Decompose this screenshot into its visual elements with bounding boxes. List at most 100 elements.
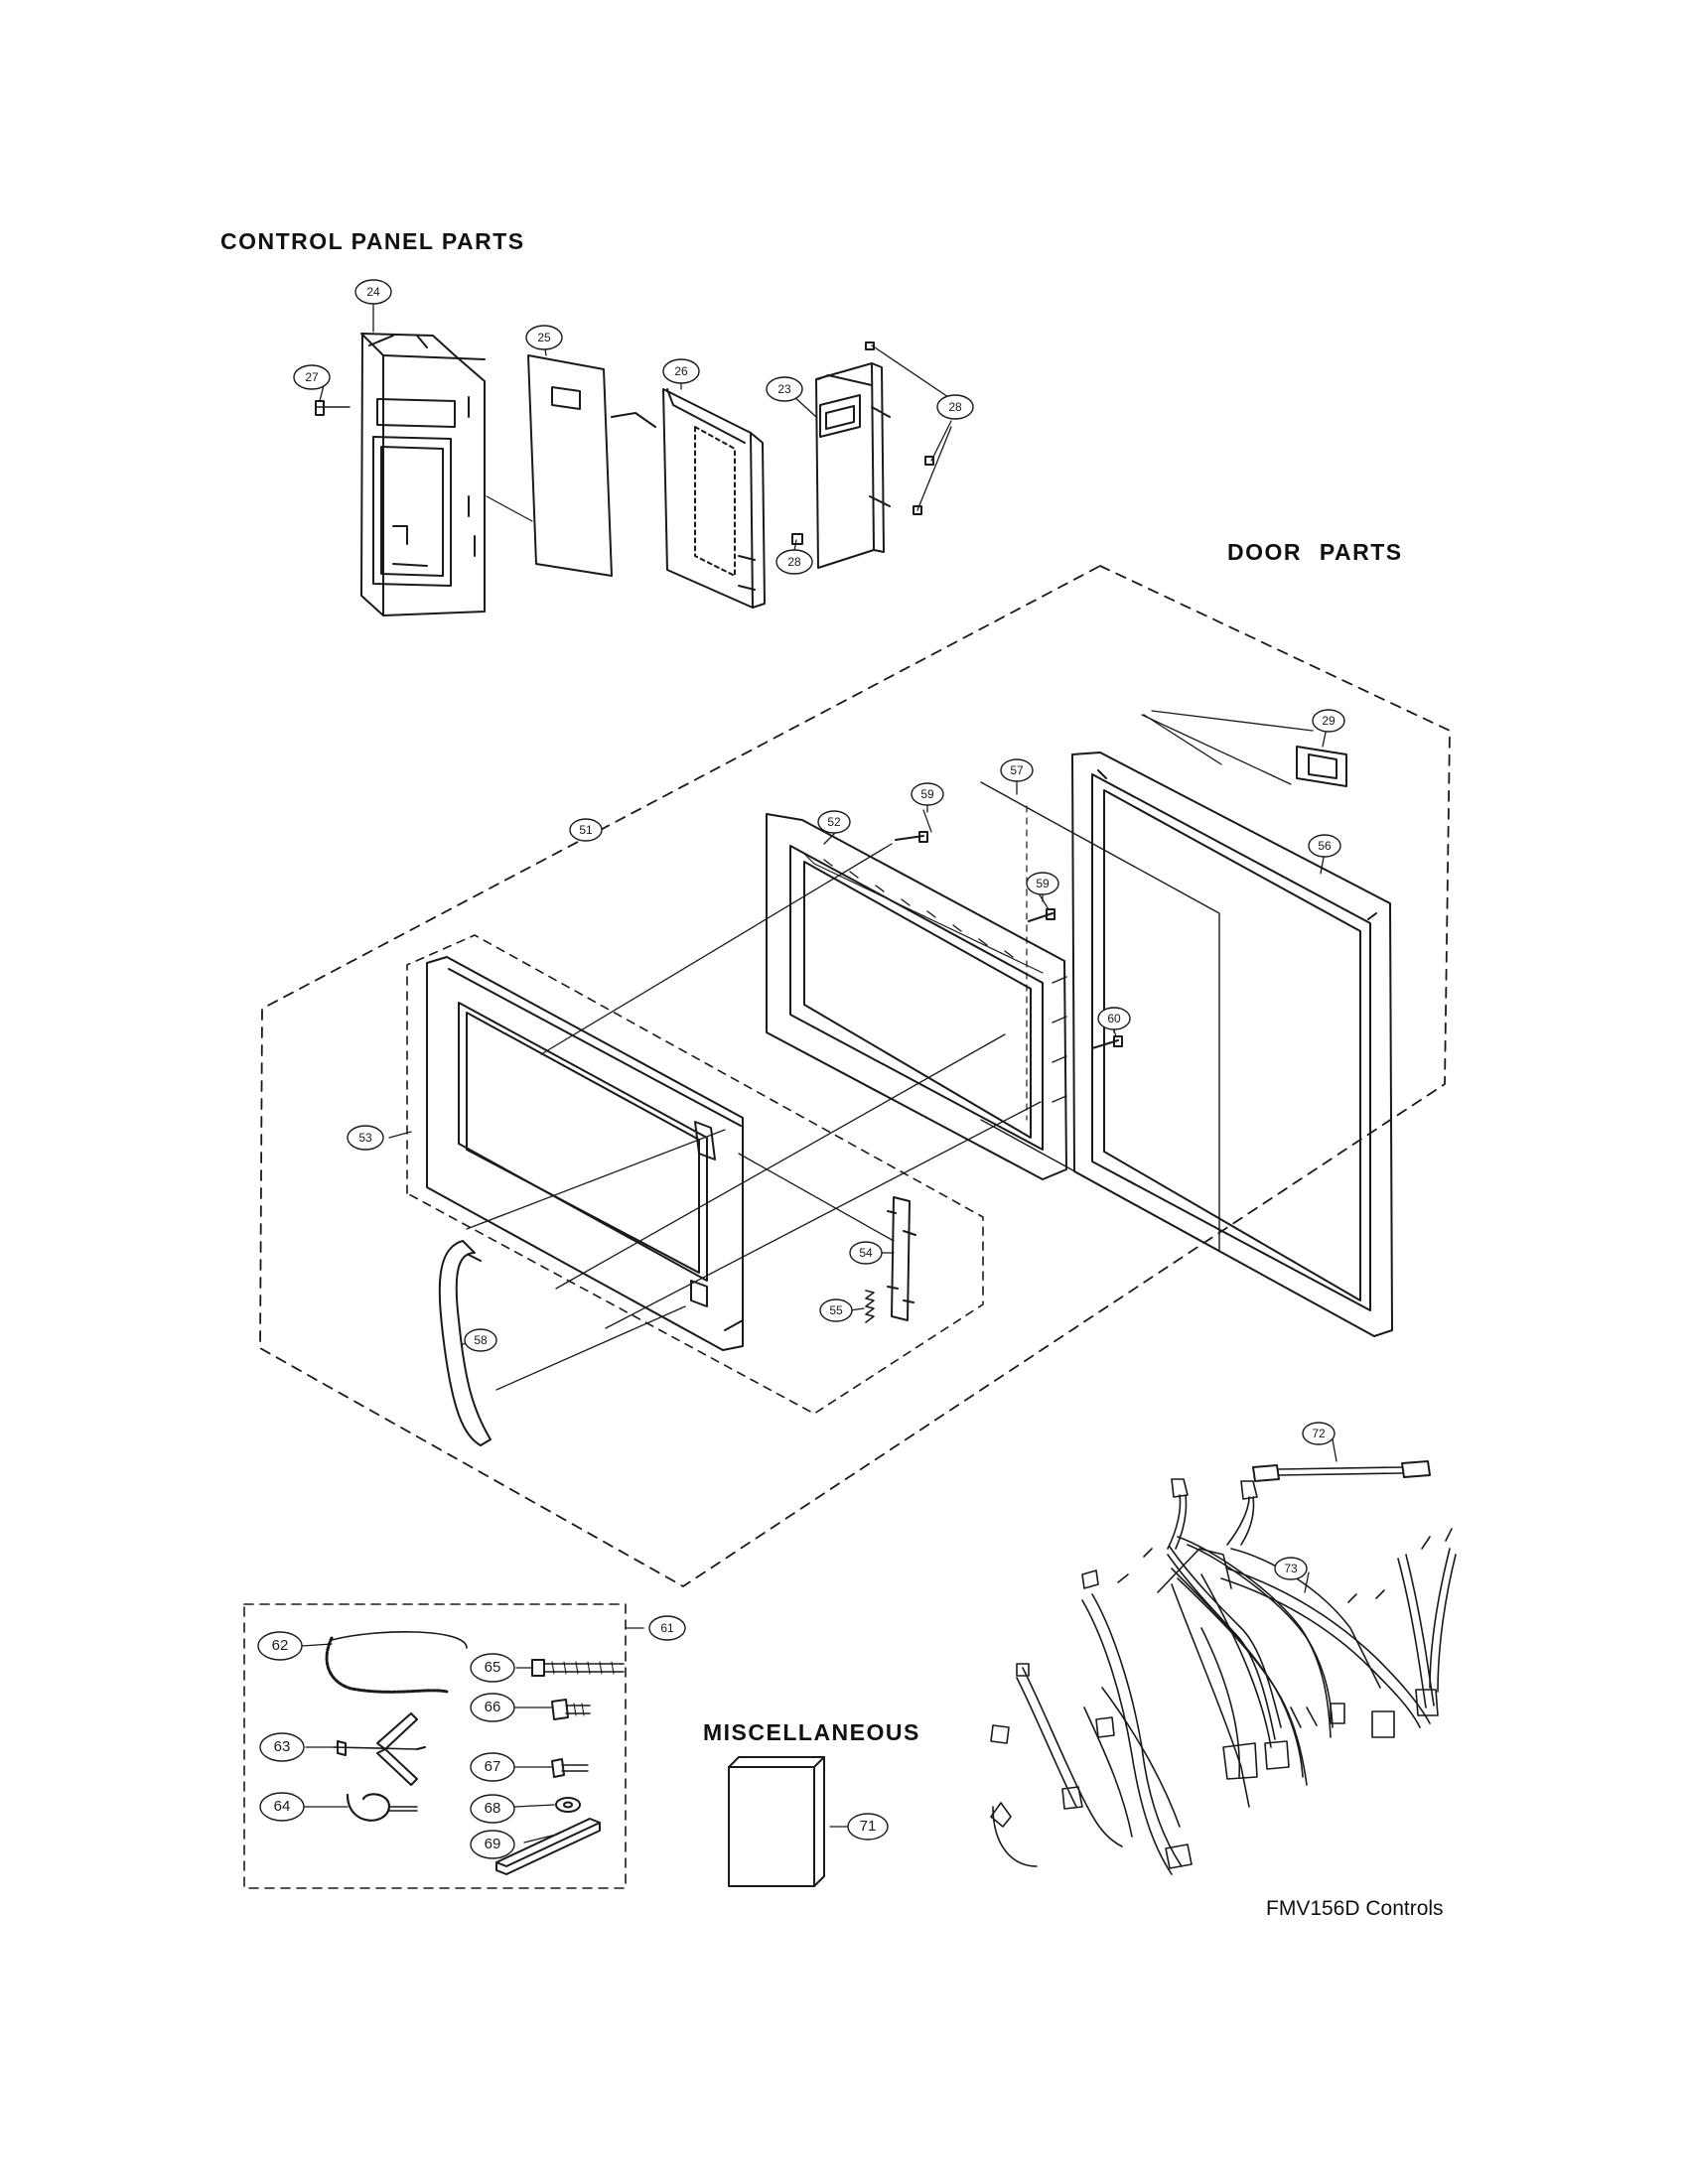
model-footer-label: FMV156D Controls	[1266, 1897, 1444, 1920]
callout-23: 23	[766, 376, 803, 402]
control-panel-frame-part	[360, 333, 486, 616]
washer-68-part	[555, 1797, 581, 1813]
callout-28: 28	[775, 549, 813, 575]
latch-spring-part	[865, 1290, 875, 1323]
callout-72: 72	[1302, 1422, 1336, 1445]
strap-62-part	[325, 1631, 468, 1694]
callout-bubbles: 2427252623282829575956525159605354555872…	[257, 279, 1345, 1859]
callout-bubble	[1000, 758, 1034, 782]
callout-bubble	[1312, 709, 1345, 733]
callout-71: 71	[847, 1813, 889, 1841]
callout-bubble	[569, 818, 603, 842]
latch-hook-part	[887, 1196, 916, 1321]
callout-59: 59	[1026, 872, 1059, 895]
short-wire-harness-part	[1252, 1460, 1431, 1482]
callout-number: 63	[274, 1738, 291, 1755]
owners-manual-part	[728, 1756, 825, 1887]
control-panel-parts-title: CONTROL PANEL PARTS	[220, 228, 525, 254]
callout-73: 73	[1274, 1557, 1308, 1580]
callout-57: 57	[1000, 758, 1034, 782]
callout-bubble	[1308, 834, 1341, 858]
callout-bubble	[470, 1752, 515, 1782]
callout-bubble	[470, 1794, 515, 1824]
callout-67: 67	[470, 1752, 515, 1782]
callout-bubble	[849, 1241, 883, 1265]
callout-number: 54	[859, 1246, 873, 1260]
callout-28: 28	[936, 394, 974, 420]
control-bracket-part	[611, 388, 766, 609]
callout-number: 64	[274, 1798, 291, 1815]
callout-bubble	[525, 325, 563, 350]
callout-bubble	[1097, 1007, 1131, 1030]
callout-bubble	[662, 358, 700, 384]
callout-number: 53	[358, 1131, 372, 1145]
callout-bubble	[259, 1792, 305, 1822]
callout-53: 53	[347, 1125, 384, 1151]
miscellaneous-title: MISCELLANEOUS	[703, 1719, 920, 1745]
callout-number: 29	[1322, 714, 1336, 728]
callout-bubble	[464, 1328, 497, 1352]
callout-number: 66	[485, 1699, 501, 1715]
choke-frame-part	[1071, 751, 1393, 1337]
door-parts-title: DOOR PARTS	[1227, 539, 1403, 565]
callout-number: 28	[948, 400, 962, 414]
keypad-membrane-part	[486, 354, 613, 577]
door-screen-part	[980, 781, 1220, 1252]
callout-number: 68	[485, 1800, 501, 1817]
callout-number: 55	[829, 1303, 843, 1317]
callout-64: 64	[259, 1792, 305, 1822]
door-assembly-boundary	[259, 565, 1451, 1587]
callout-59: 59	[911, 782, 944, 806]
callout-54: 54	[849, 1241, 883, 1265]
callout-56: 56	[1308, 834, 1341, 858]
callout-bubble	[775, 549, 813, 575]
hardware-kit-boundary	[243, 1603, 627, 1889]
callout-bubble	[347, 1125, 384, 1151]
hook-64-part	[346, 1793, 418, 1822]
callout-number: 58	[474, 1333, 488, 1347]
callout-26: 26	[662, 358, 700, 384]
callout-bubble	[470, 1830, 515, 1859]
callout-bubble	[817, 810, 851, 834]
callout-bubble	[766, 376, 803, 402]
callout-number: 56	[1318, 839, 1332, 853]
callout-number: 26	[674, 364, 688, 378]
callout-58: 58	[464, 1328, 497, 1352]
door-subassembly-boundary	[406, 934, 984, 1415]
door-handle-part	[438, 1240, 492, 1446]
control-pcb-part	[815, 362, 891, 569]
callout-bubble	[470, 1693, 515, 1722]
callout-25: 25	[525, 325, 563, 350]
callout-bubble	[470, 1653, 515, 1683]
bracket-69-part	[495, 1818, 601, 1875]
callout-bubble	[1026, 872, 1059, 895]
callout-number: 24	[366, 285, 380, 299]
callout-number: 27	[305, 370, 319, 384]
outer-door-panel-part	[426, 956, 744, 1351]
callout-29: 29	[1312, 709, 1345, 733]
callout-number: 25	[537, 331, 551, 344]
toggle-bolt-63-part	[333, 1712, 426, 1786]
callout-number: 52	[827, 815, 841, 829]
callout-24: 24	[354, 279, 392, 305]
callout-bubble	[847, 1813, 889, 1841]
callout-60: 60	[1097, 1007, 1131, 1030]
callout-bubble	[293, 364, 331, 390]
callout-bubble	[911, 782, 944, 806]
callout-62: 62	[257, 1631, 303, 1661]
callout-bubble	[648, 1615, 686, 1641]
callout-number: 60	[1107, 1012, 1121, 1025]
callout-65: 65	[470, 1653, 515, 1683]
callout-bubble	[936, 394, 974, 420]
callout-bubble	[259, 1732, 305, 1762]
callout-number: 72	[1312, 1427, 1326, 1440]
callout-66: 66	[470, 1693, 515, 1722]
callout-number: 65	[485, 1659, 501, 1676]
callout-number: 69	[485, 1836, 501, 1852]
callout-number: 59	[920, 787, 934, 801]
callout-bubble	[257, 1631, 303, 1661]
harness-connectors	[990, 1478, 1453, 1869]
callout-number: 59	[1036, 877, 1050, 890]
